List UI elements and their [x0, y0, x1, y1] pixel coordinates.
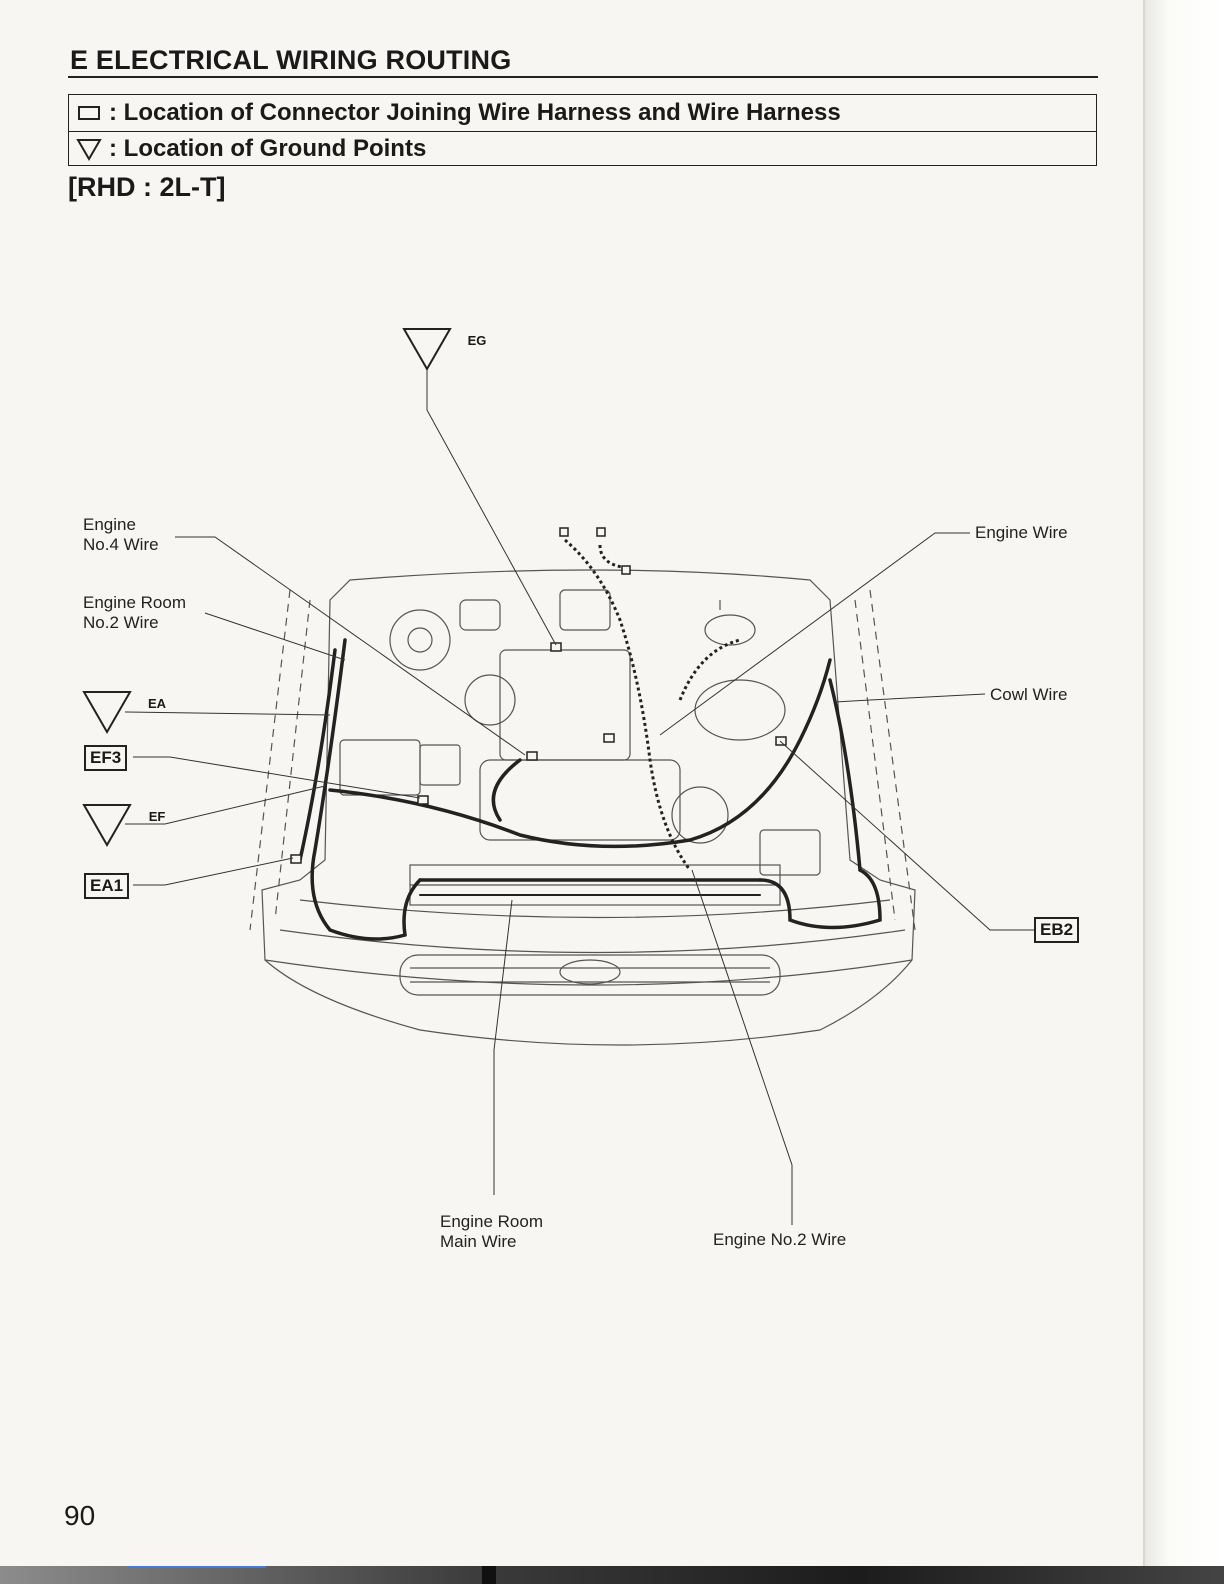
- label-engine-room-main-wire: Engine Room Main Wire: [440, 1212, 543, 1252]
- scan-blue-line: [128, 1566, 266, 1568]
- label-engine-room-no2-wire: Engine Room No.2 Wire: [83, 593, 186, 633]
- connector-ea1: EA1: [84, 873, 129, 899]
- label-engine-no4-line2: No.4 Wire: [83, 535, 159, 555]
- label-cowl-wire: Cowl Wire: [990, 685, 1067, 705]
- label-engine-room-main-line1: Engine Room: [440, 1212, 543, 1232]
- label-engine-no4-wire: Engine No.4 Wire: [83, 515, 159, 555]
- ground-point-eg-label: EG: [452, 333, 502, 348]
- label-engine-room-no2-line2: No.2 Wire: [83, 613, 186, 633]
- ground-point-eg: EG: [402, 327, 452, 367]
- label-engine-room-no2-line1: Engine Room: [83, 593, 186, 613]
- label-engine-no2-wire: Engine No.2 Wire: [713, 1230, 846, 1250]
- scan-bottom-strip: [0, 1566, 1224, 1584]
- label-engine-room-main-line2: Main Wire: [440, 1232, 543, 1252]
- connector-eb2: EB2: [1034, 917, 1079, 943]
- ground-point-ea-label: EA: [132, 696, 182, 711]
- ground-point-ea: EA: [82, 690, 132, 730]
- ground-point-ef: EF: [82, 803, 132, 843]
- page-number: 90: [64, 1500, 95, 1532]
- label-engine-wire: Engine Wire: [975, 523, 1068, 543]
- connector-ef3: EF3: [84, 745, 127, 771]
- label-engine-no4-line1: Engine: [83, 515, 159, 535]
- scan-dark-block: [482, 1566, 496, 1584]
- ground-point-ef-label: EF: [132, 809, 182, 824]
